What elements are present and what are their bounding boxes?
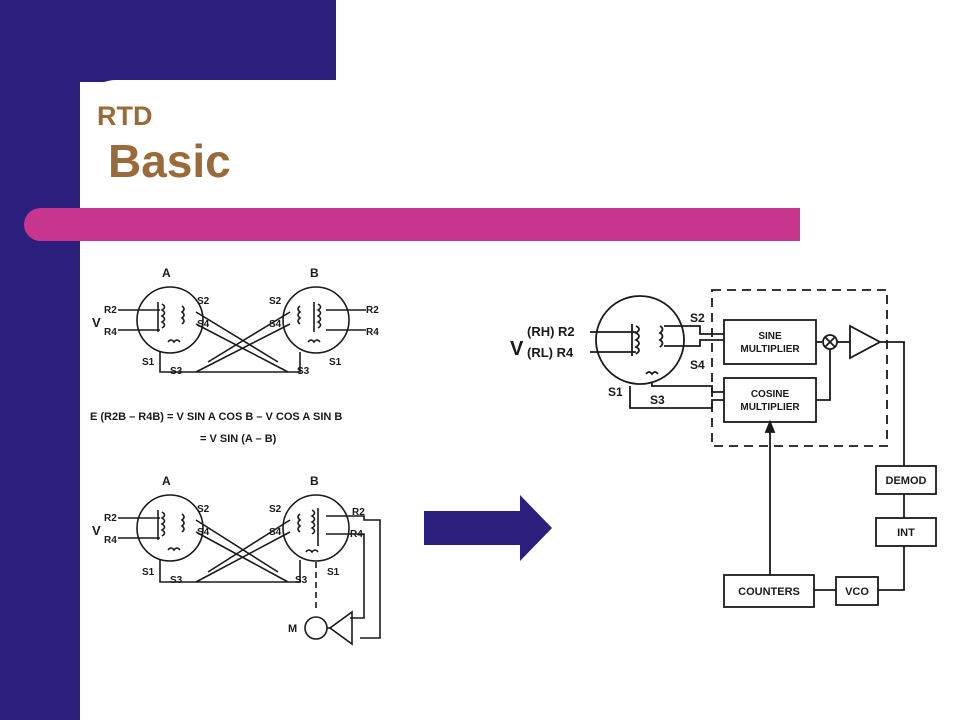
r2-right-bottom: R2 — [352, 507, 365, 518]
arrow-right-icon — [424, 495, 552, 561]
s3-right-bottom: S3 — [295, 575, 308, 586]
r2-right-top: R2 — [366, 305, 379, 316]
v-bottom: V — [92, 523, 101, 538]
demod-label: DEMOD — [886, 475, 927, 487]
s1-right-label: S1 — [608, 385, 623, 399]
slide-pretitle: RTD — [97, 101, 153, 131]
cosine-multiplier-line2: MULTIPLIER — [740, 402, 800, 413]
s2-right-top: S2 — [269, 296, 282, 307]
s3-right-top: S3 — [297, 366, 310, 377]
s1-left-top: S1 — [142, 357, 155, 368]
s3-left-bottom: S3 — [170, 575, 183, 586]
s1-right-bottom: S1 — [327, 567, 340, 578]
s2-left-top: S2 — [197, 296, 210, 307]
s2-right-label: S2 — [690, 311, 705, 325]
content-panel — [80, 80, 960, 720]
s4-right-label: S4 — [690, 358, 705, 372]
s3-left-top: S3 — [170, 366, 183, 377]
s4-right-bottom: S4 — [269, 527, 282, 538]
int-label: INT — [897, 527, 915, 539]
sine-multiplier-line1: SINE — [758, 331, 782, 342]
resolver-pair-bottom — [118, 494, 381, 646]
side-bar — [0, 0, 80, 720]
rdc-block-diagram — [590, 289, 937, 608]
s3-right-label: S3 — [650, 393, 665, 407]
motor-label: M — [288, 623, 297, 635]
label-a-top: A — [162, 266, 171, 280]
s4-left-top: S4 — [197, 319, 210, 330]
label-b-bottom: B — [310, 474, 319, 488]
label-a-bottom: A — [162, 474, 171, 488]
r4-right-top: R4 — [366, 327, 379, 338]
s2-left-bottom: S2 — [197, 504, 210, 515]
sine-multiplier-line2: MULTIPLIER — [740, 344, 800, 355]
r4-left-top: R4 — [104, 327, 117, 338]
accent-bar — [24, 208, 800, 241]
s1-left-bottom: S1 — [142, 567, 155, 578]
rl-r4-label: (RL) R4 — [527, 345, 574, 360]
resolver-pair-top — [118, 286, 366, 373]
v-top: V — [92, 315, 101, 330]
counters-label: COUNTERS — [738, 586, 800, 598]
s1-right-top: S1 — [329, 357, 342, 368]
rh-r2-label: (RH) R2 — [527, 324, 575, 339]
slide-title: Basic — [108, 135, 231, 187]
label-b-top: B — [310, 266, 319, 280]
r2-left-bottom: R2 — [104, 513, 117, 524]
r4-left-bottom: R4 — [104, 535, 117, 546]
s2-right-bottom: S2 — [269, 504, 282, 515]
r2-left-top: R2 — [104, 305, 117, 316]
vco-label: VCO — [845, 586, 869, 598]
s4-right-top: S4 — [269, 319, 282, 330]
r4-right-bottom: R4 — [350, 529, 363, 540]
v-right: V — [510, 338, 524, 360]
equation-line-1: E (R2B – R4B) = V SIN A COS B – V COS A … — [90, 411, 342, 423]
s4-left-bottom: S4 — [197, 527, 210, 538]
equation-line-2: = V SIN (A – B) — [200, 433, 277, 445]
cosine-multiplier-line1: COSINE — [751, 389, 790, 400]
